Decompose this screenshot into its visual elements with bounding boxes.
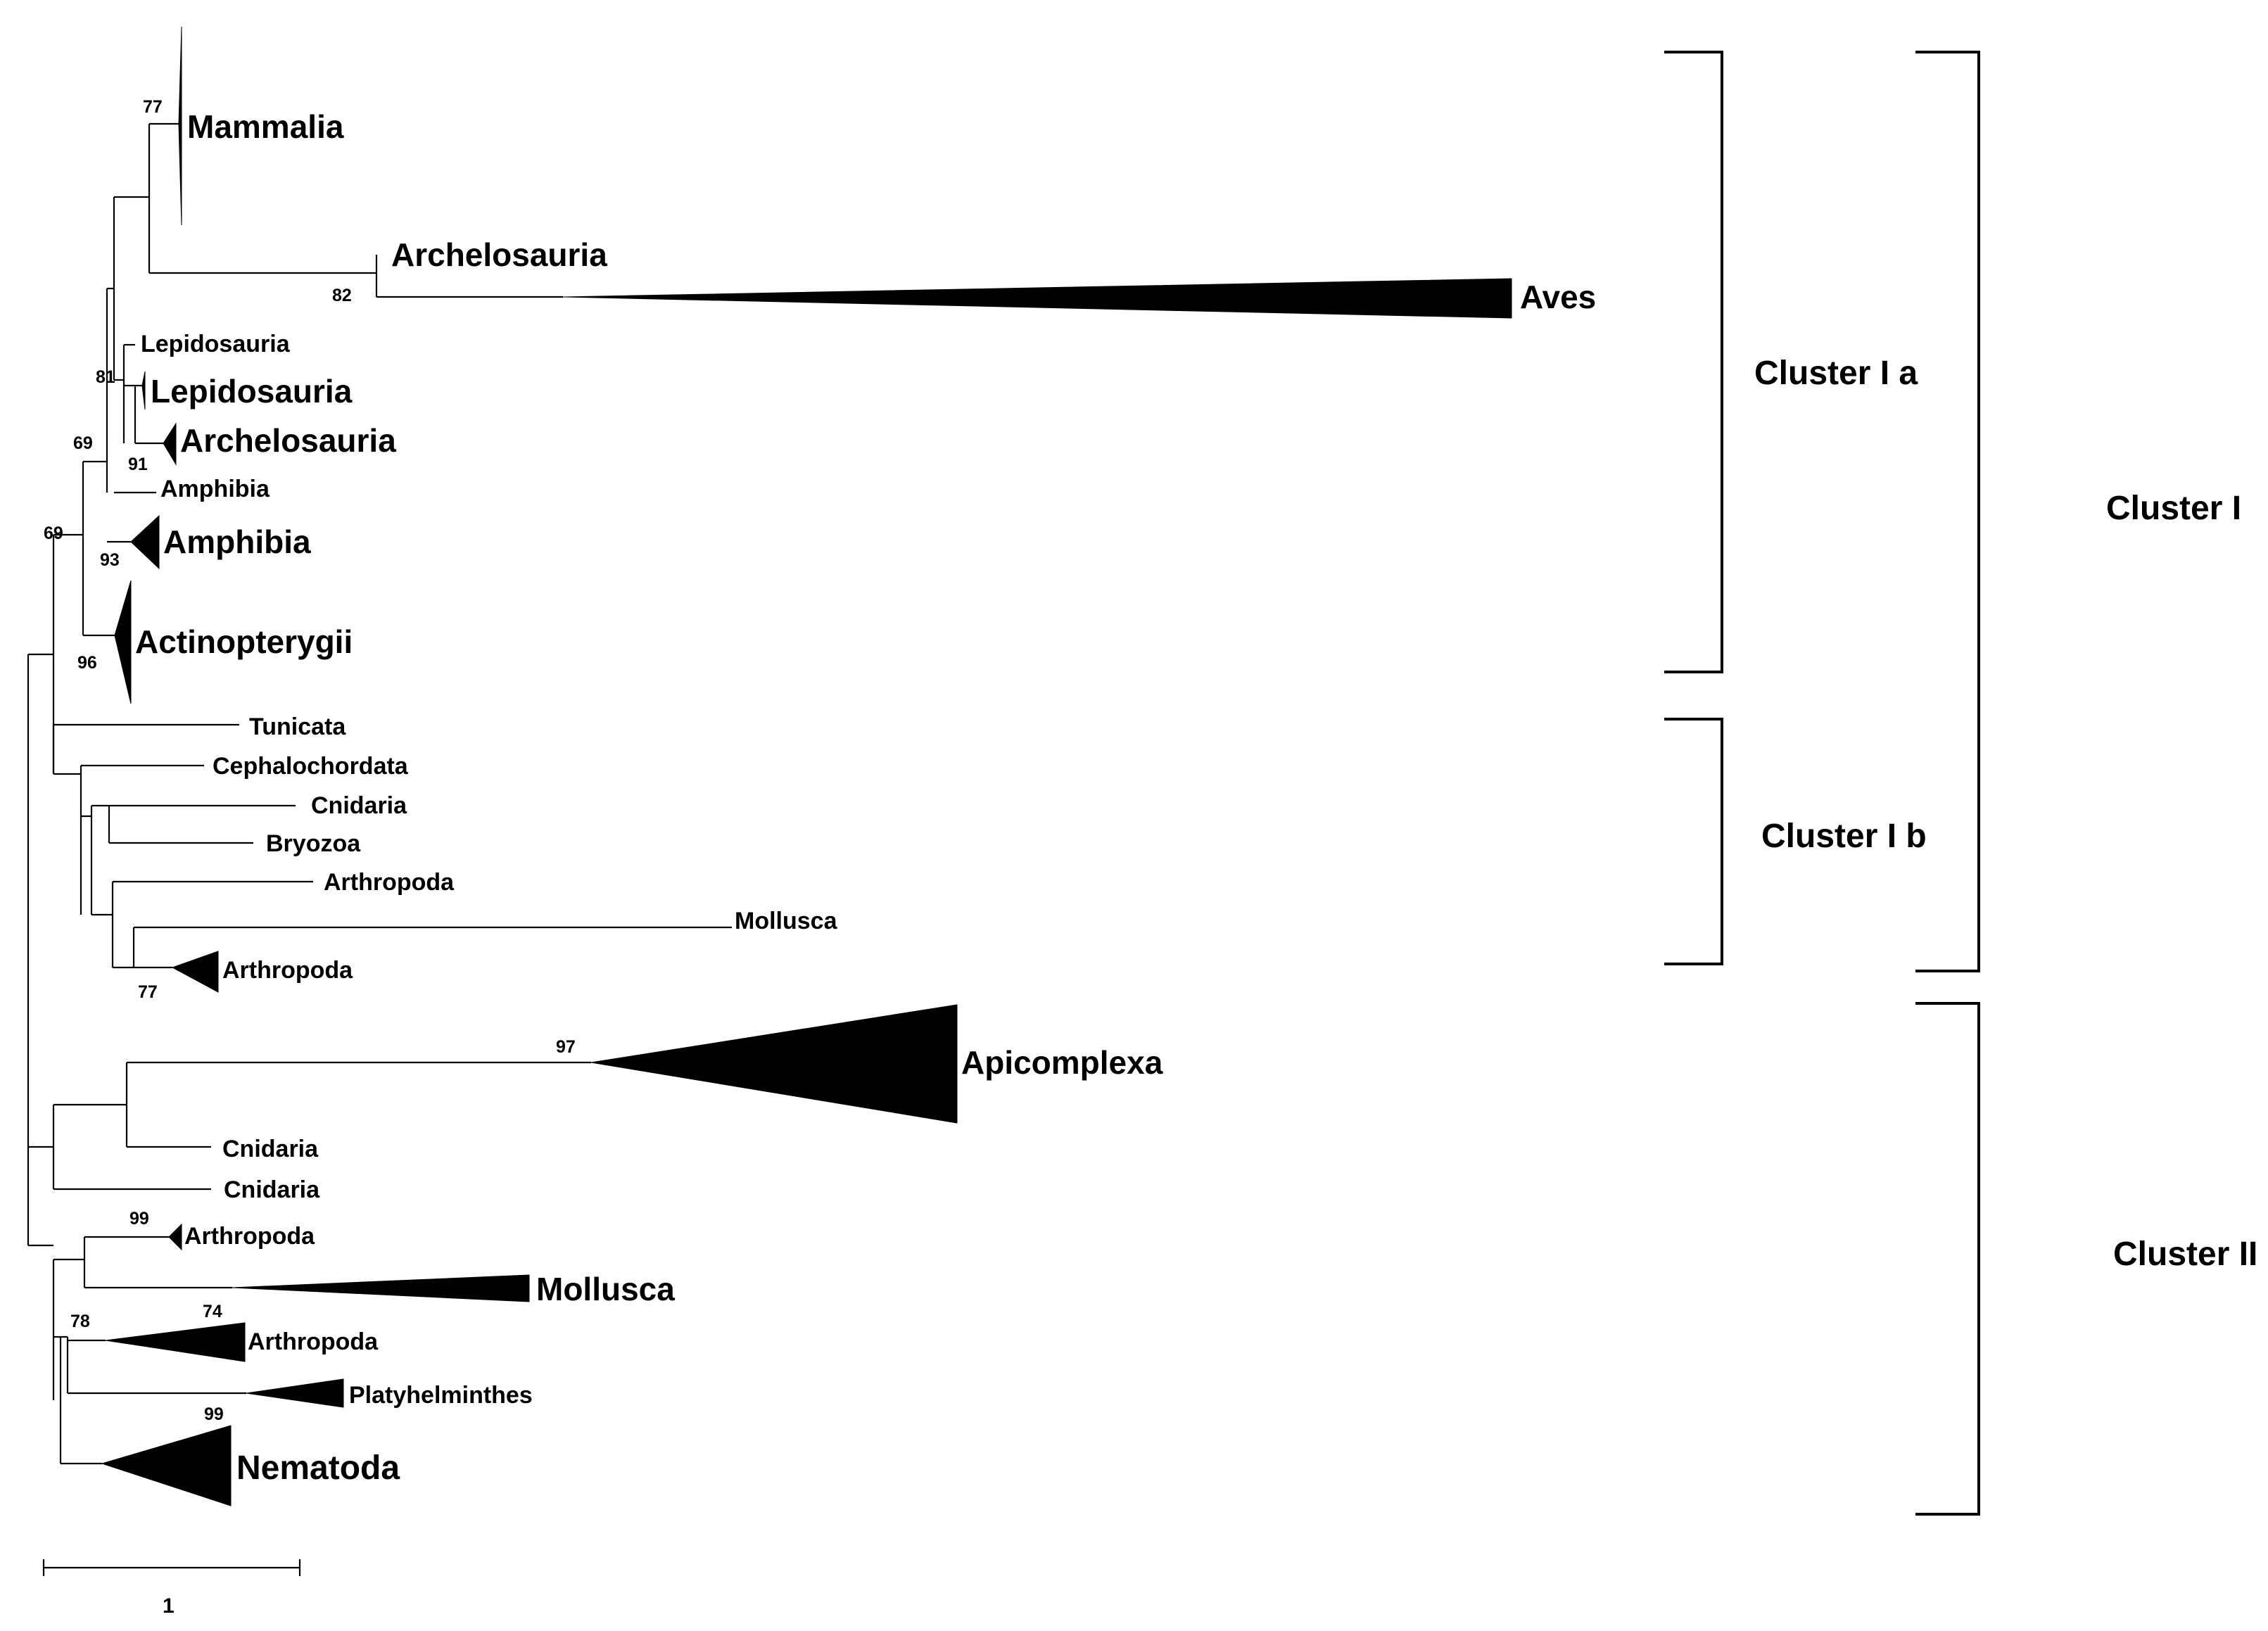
label-platyhelminthes: Platyhelminthes: [349, 1382, 533, 1409]
cluster-brackets: [1664, 51, 1980, 1516]
tree-branches: [27, 122, 732, 1465]
clade-amphibia: [130, 514, 160, 570]
clade-nematoda: [101, 1425, 232, 1506]
label-cnidaria-1: Cnidaria: [311, 792, 407, 819]
label-cluster-1a: Cluster I a: [1754, 355, 1918, 392]
clade-aves: [562, 278, 1512, 319]
label-cnidaria-3: Cnidaria: [224, 1176, 320, 1203]
label-arthropoda-1: Arthropoda: [324, 869, 455, 896]
bootstrap-arthropoda-4: 74: [203, 1302, 222, 1321]
label-amphibia-large: Amphibia: [163, 523, 311, 560]
label-mollusca-1: Mollusca: [735, 908, 838, 934]
bracket-cluster-2: [1915, 1002, 1980, 1516]
clade-mammalia: [178, 26, 182, 226]
bootstrap-lepidosauria: 81: [96, 367, 115, 387]
clade-apicomplexa: [590, 1004, 958, 1124]
label-amphibia-small: Amphibia: [160, 476, 270, 502]
bracket-cluster-1a: [1664, 51, 1723, 673]
bracket-cluster-1: [1915, 51, 1980, 972]
label-tunicata: Tunicata: [249, 713, 346, 740]
label-mollusca-2: Mollusca: [536, 1271, 675, 1307]
bootstrap-node-69-a: 69: [73, 433, 93, 453]
cluster-labels: Cluster I a Cluster I b Cluster I Cluste…: [1754, 355, 2257, 1273]
label-cluster-2: Cluster II: [2113, 1236, 2257, 1273]
label-cnidaria-2: Cnidaria: [222, 1136, 319, 1162]
bootstrap-arthropoda-2: 77: [138, 982, 158, 1002]
bootstrap-arthropoda-3: 99: [129, 1209, 149, 1229]
label-arthropoda-3: Arthropoda: [184, 1223, 315, 1250]
taxon-labels: Mammalia Archelosauria Aves Lepidosauria…: [135, 108, 1596, 1487]
bootstrap-values: 77 82 81 69 91 69 93 96 77 97 99 78 74 9…: [44, 97, 576, 1424]
clade-archelosauria: [163, 422, 177, 466]
label-apicomplexa: Apicomplexa: [961, 1044, 1163, 1081]
scale-bar-label: 1: [163, 1594, 175, 1618]
bootstrap-amphibia: 93: [100, 550, 120, 570]
label-archelosauria-2: Archelosauria: [180, 422, 396, 459]
clade-mollusca-2: [232, 1274, 530, 1302]
label-archelosauria-1: Archelosauria: [391, 236, 607, 273]
bootstrap-apicomplexa: 97: [556, 1037, 576, 1057]
label-lepidosauria-large: Lepidosauria: [151, 373, 353, 410]
collapsed-clades: [101, 26, 1512, 1506]
scale-bar: 1: [42, 1559, 301, 1618]
label-bryozoa: Bryozoa: [266, 830, 361, 857]
label-aves: Aves: [1520, 279, 1596, 315]
clade-arthropoda-2: [171, 951, 219, 993]
label-cluster-1b: Cluster I b: [1761, 818, 1927, 855]
bootstrap-nematoda: 99: [204, 1404, 224, 1424]
label-cluster-1: Cluster I: [2106, 490, 2241, 527]
clade-arthropoda-3: [168, 1223, 182, 1251]
clade-arthropoda-4: [105, 1322, 246, 1362]
clade-lepidosauria: [141, 371, 146, 410]
bootstrap-node-78: 78: [70, 1312, 90, 1331]
bracket-cluster-1b: [1664, 718, 1723, 965]
label-arthropoda-4: Arthropoda: [248, 1328, 379, 1355]
label-lepidosauria-small: Lepidosauria: [141, 331, 291, 357]
clade-actinopterygii: [114, 580, 132, 704]
label-nematoda: Nematoda: [236, 1449, 400, 1487]
scale-bar-line: [42, 1559, 301, 1576]
bootstrap-actinopterygii: 96: [77, 653, 97, 673]
label-cephalochordata: Cephalochordata: [213, 753, 409, 780]
bootstrap-archelosauria-2: 91: [128, 455, 148, 474]
bootstrap-node-69-b: 69: [44, 523, 63, 543]
label-mammalia: Mammalia: [187, 108, 344, 145]
label-arthropoda-2: Arthropoda: [222, 957, 353, 984]
clade-platyhelminthes: [246, 1378, 344, 1408]
bootstrap-archelosauria: 82: [332, 286, 352, 305]
bootstrap-mammalia: 77: [143, 97, 163, 117]
label-actinopterygii: Actinopterygii: [135, 623, 353, 660]
